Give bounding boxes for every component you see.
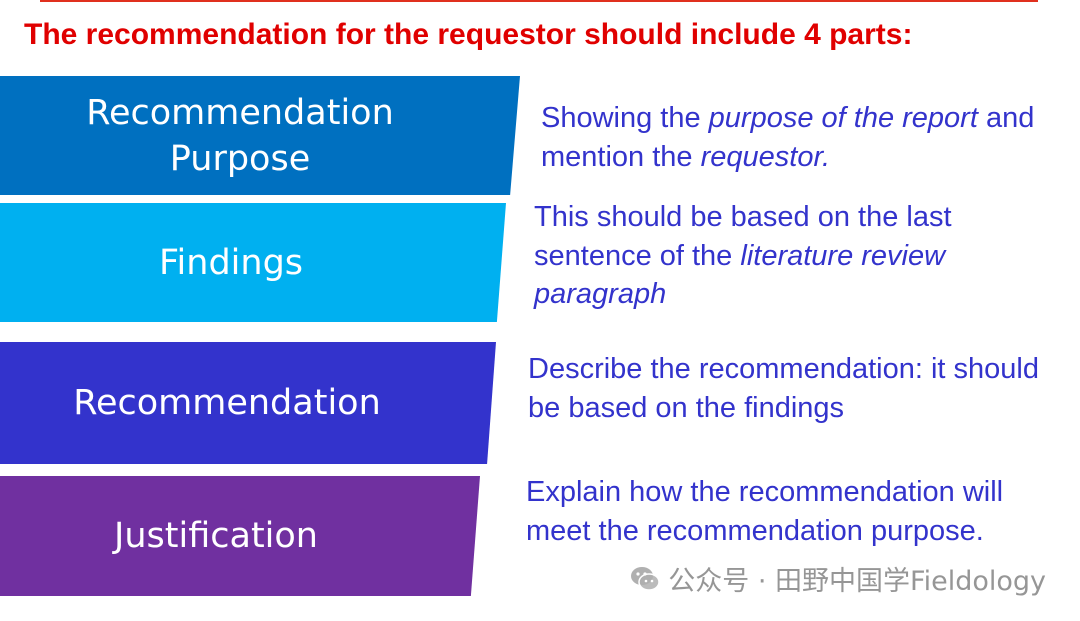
band-label: Recommendation Purpose: [86, 92, 394, 179]
description-recommendation: Describe the recommendation: it should b…: [528, 350, 1048, 427]
band-findings: Findings: [0, 203, 506, 322]
wechat-icon: [631, 566, 661, 591]
desc-segment-italic: requestor.: [700, 140, 831, 173]
description-findings: This should be based on the last sentenc…: [534, 198, 1054, 314]
description-purpose: Showing the purpose of the report and me…: [541, 99, 1051, 176]
page-heading: The recommendation for the requestor sho…: [24, 18, 913, 51]
desc-segment: and mention the: [541, 102, 1035, 173]
desc-segment: Explain how the recommendation will meet…: [526, 476, 1004, 547]
description-justification: Explain how the recommendation will meet…: [526, 473, 1046, 550]
watermark: 公众号 · 田野中国学Fieldology: [628, 559, 1046, 598]
band-recommendation: Recommendation: [0, 342, 496, 464]
desc-segment-italic: purpose of the report: [708, 102, 978, 134]
desc-segment-italic: literature review paragraph: [534, 239, 946, 311]
band-label: Justification: [114, 516, 318, 556]
band-justification: Justification: [0, 476, 480, 596]
desc-segment: This should be based on the last sentenc…: [534, 201, 952, 272]
desc-segment: Describe the recommendation: it should b…: [528, 353, 1039, 424]
watermark-text: 公众号 · 田野中国学Fieldology: [668, 566, 1046, 597]
band-label: Findings: [158, 242, 304, 283]
top-rule: [40, 0, 1038, 2]
band-recommendation-purpose: Recommendation Purpose: [0, 76, 520, 195]
desc-segment: Showing the: [541, 102, 709, 134]
band-label: Recommendation: [73, 383, 381, 423]
